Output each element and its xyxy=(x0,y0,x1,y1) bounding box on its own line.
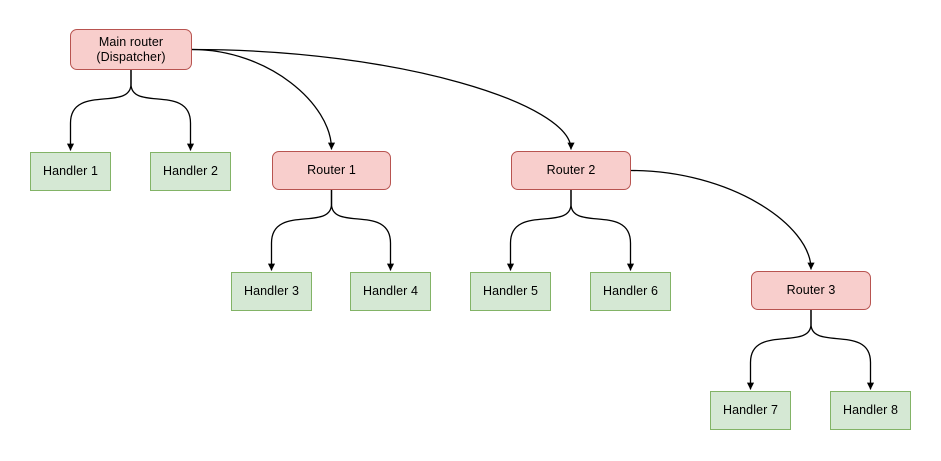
edge-router-2-to-handler-5 xyxy=(506,189,572,271)
node-label-handler-6: Handler 6 xyxy=(602,284,659,298)
edge-router-2-to-handler-6 xyxy=(570,189,635,271)
edge-router-1-to-handler-3 xyxy=(267,189,333,271)
node-handler-5[interactable]: Handler 5 xyxy=(470,272,551,311)
edge-main-to-handler-1 xyxy=(66,69,132,151)
node-label-handler-2: Handler 2 xyxy=(162,164,219,178)
edge-router-3-to-handler-8 xyxy=(810,309,875,390)
node-label-handler-5: Handler 5 xyxy=(482,284,539,298)
edge-main-to-handler-2 xyxy=(130,69,195,151)
node-label-handler-4: Handler 4 xyxy=(362,284,419,298)
node-handler-3[interactable]: Handler 3 xyxy=(231,272,312,311)
node-label-handler-8: Handler 8 xyxy=(842,403,899,417)
edge-router-1-to-handler-4 xyxy=(330,189,395,271)
edge-main-to-router-1 xyxy=(191,48,336,150)
node-handler-7[interactable]: Handler 7 xyxy=(710,391,791,430)
node-handler-4[interactable]: Handler 4 xyxy=(350,272,431,311)
edge-router-2-to-router-3 xyxy=(630,169,815,270)
node-label-main-router: Main router (Dispatcher) xyxy=(96,34,166,64)
node-handler-1[interactable]: Handler 1 xyxy=(30,152,111,191)
node-router-2[interactable]: Router 2 xyxy=(511,151,631,190)
node-label-router-3: Router 3 xyxy=(786,283,836,297)
node-handler-6[interactable]: Handler 6 xyxy=(590,272,671,311)
edge-router-3-to-handler-7 xyxy=(746,309,812,390)
node-label-handler-7: Handler 7 xyxy=(722,403,779,417)
node-main-router[interactable]: Main router (Dispatcher) xyxy=(70,29,192,70)
node-label-handler-3: Handler 3 xyxy=(243,284,300,298)
node-label-router-2: Router 2 xyxy=(546,163,596,177)
node-router-3[interactable]: Router 3 xyxy=(751,271,871,310)
node-label-handler-1: Handler 1 xyxy=(42,164,99,178)
node-handler-8[interactable]: Handler 8 xyxy=(830,391,911,430)
node-label-router-1: Router 1 xyxy=(307,163,356,177)
node-handler-2[interactable]: Handler 2 xyxy=(150,152,231,191)
node-router-1[interactable]: Router 1 xyxy=(272,151,391,190)
edge-main-to-router-2 xyxy=(191,48,575,150)
